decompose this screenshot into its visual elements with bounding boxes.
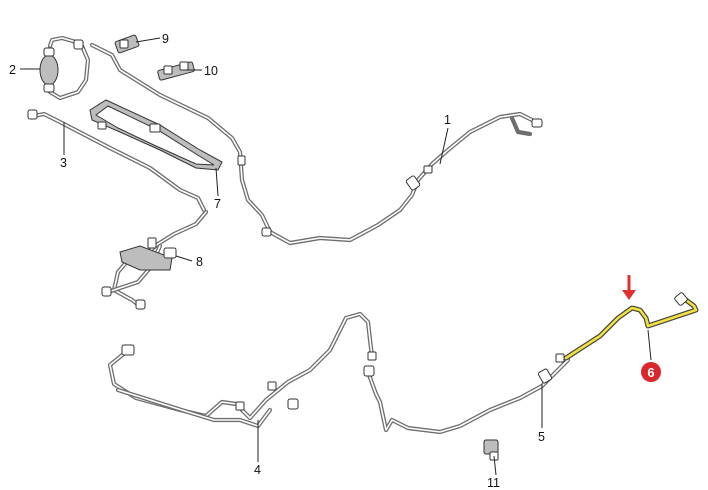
clip-icon (163, 65, 173, 75)
connector-icon (423, 165, 433, 174)
pipe-part-1[interactable] (89, 42, 543, 246)
fitting-end-icon (101, 286, 112, 297)
fitting-end-icon (674, 292, 688, 306)
callout-10[interactable]: 10 (204, 64, 218, 78)
callout-1[interactable]: 1 (444, 113, 451, 127)
fitting-end-icon (27, 109, 38, 120)
clip-icon (405, 175, 421, 191)
leader-lines (20, 37, 652, 476)
fitting-end-icon (363, 365, 375, 377)
callout-9[interactable]: 9 (162, 32, 169, 46)
callout-labels: 1 2 3 4 5 6 7 8 9 10 11 (9, 32, 661, 490)
pipe-part-3[interactable] (27, 109, 207, 213)
callout-11[interactable]: 11 (487, 476, 500, 490)
callout-2[interactable]: 2 (9, 63, 16, 77)
clip-icon (163, 247, 177, 259)
clip-icon (287, 398, 299, 410)
clip-icon (237, 155, 246, 166)
callout-3[interactable]: 3 (60, 156, 67, 170)
shield-part-7[interactable] (89, 99, 223, 171)
fitting-end-icon (135, 299, 146, 310)
callout-6[interactable]: 6 (647, 365, 654, 380)
clip-icon (267, 381, 277, 391)
callout-8[interactable]: 8 (196, 255, 203, 269)
indicator-arrow-icon (622, 275, 636, 300)
fitting-end-icon (73, 39, 84, 50)
clip-icon (119, 39, 129, 49)
canister-part-2[interactable] (39, 35, 91, 101)
filter-icon (39, 54, 59, 86)
pipe-part-5[interactable] (363, 353, 571, 435)
callout-7[interactable]: 7 (214, 197, 221, 211)
fitting-end-icon (531, 118, 543, 128)
bracket-part-8[interactable] (101, 209, 209, 310)
callout-5[interactable]: 5 (538, 430, 545, 444)
pipe-part-6-highlighted[interactable] (563, 292, 699, 361)
callout-4[interactable]: 4 (254, 463, 261, 477)
pipe-part-4[interactable] (107, 311, 377, 429)
clip-icon (537, 368, 553, 384)
clip-part-10[interactable] (157, 61, 195, 81)
fitting-end-icon (261, 227, 272, 237)
clip-part-11[interactable] (483, 439, 499, 461)
connector-icon (555, 353, 565, 363)
fitting-end-icon (121, 344, 135, 356)
callout-6-badge (641, 362, 661, 382)
clip-part-9[interactable] (114, 34, 140, 54)
